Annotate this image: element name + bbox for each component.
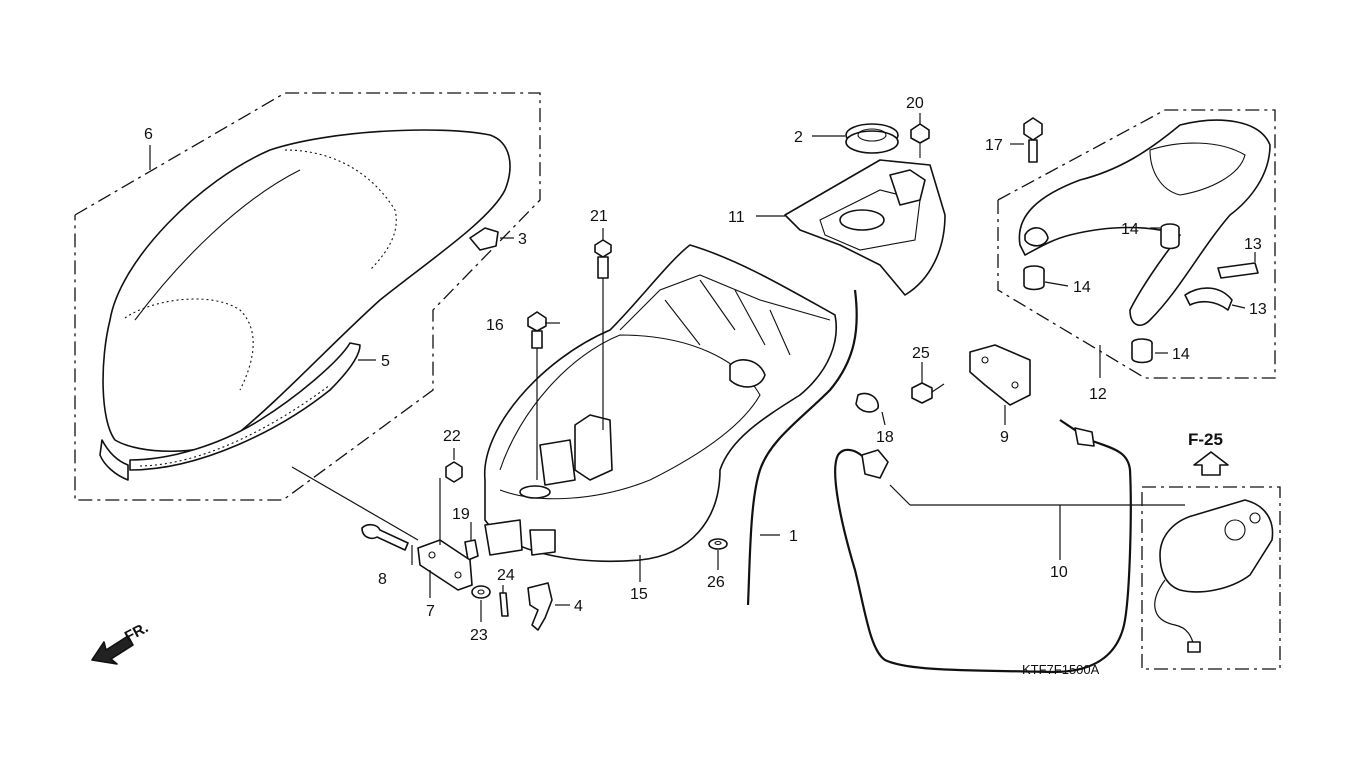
latch-9 [969,344,1031,406]
collars-14 [1023,223,1180,364]
callout-7: 7 [426,603,435,620]
callout-14b: 14 [1073,279,1091,296]
luggage-box [484,244,837,562]
callout-4: 4 [574,598,583,615]
rear-grip-outline [997,109,1276,379]
callout-14c: 14 [1172,346,1190,363]
callout-15: 15 [630,586,648,603]
callout-23: 23 [470,627,488,644]
hook-4 [527,582,553,631]
callout-24: 24 [497,567,515,584]
callout-12: 12 [1089,386,1107,403]
callout-26: 26 [707,574,725,591]
callout-17: 17 [985,137,1003,154]
rear-grip [1018,119,1271,326]
nut-19 [464,539,479,561]
callout-1: 1 [789,528,798,545]
callout-9: 9 [1000,429,1009,446]
bolt-17 [1023,117,1043,163]
seat-group-outline [74,92,541,501]
callout-13b: 13 [1249,301,1267,318]
callout-13a: 13 [1244,236,1262,253]
seat [102,129,511,453]
rubber-pads-13 [1184,262,1259,311]
callout-21: 21 [590,208,608,225]
bolt-21 [594,239,612,279]
callout-14a: 14 [1121,221,1139,238]
bracket-7 [417,539,473,591]
callout-20: 20 [906,95,924,112]
callout-5: 5 [381,353,390,370]
callout-6: 6 [144,126,153,143]
ignition-switch-outline [1141,486,1281,670]
seal-ring [845,123,899,154]
washer-26 [708,538,728,550]
arrow-up-icon [1193,451,1229,476]
leader-lines [149,113,1256,622]
callout-11: 11 [728,209,745,226]
callout-8: 8 [378,571,387,588]
callout-22: 22 [443,428,461,445]
callout-25: 25 [912,345,930,362]
callout-18: 18 [876,429,894,446]
front-arrow-icon [91,635,134,665]
ignition-switch [1154,499,1274,653]
callouts: 1 2 3 4 5 6 7 8 9 10 11 12 13 13 14 14 1… [144,95,1267,644]
seat-cable-10 [834,419,1132,674]
callout-2: 2 [794,129,803,146]
bolt-25 [911,382,945,404]
clip-18 [855,392,879,413]
reference-label: F-25 [1188,430,1223,449]
cover-plate [784,159,946,296]
clip-3 [469,227,499,251]
washer-23 [471,585,491,599]
callout-16: 16 [486,317,504,334]
seat-trim [99,342,361,481]
callout-3: 3 [518,231,527,248]
bolt-16 [527,311,547,349]
spring-8 [361,523,409,551]
bolt-20 [910,123,930,158]
cable-1 [746,289,858,606]
callout-19: 19 [452,506,470,523]
pin-24 [499,592,509,617]
nut-22 [445,461,463,483]
diagram-code: KTF7F1500A [1022,662,1100,677]
callout-10: 10 [1050,564,1068,581]
